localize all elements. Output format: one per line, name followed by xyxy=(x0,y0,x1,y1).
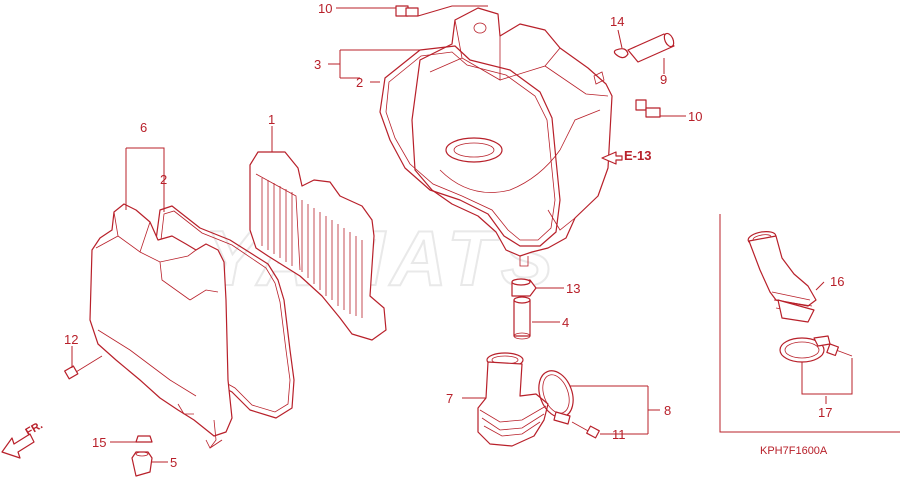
direction-arrow-icon xyxy=(1,433,35,459)
bolt-10-right xyxy=(635,99,661,118)
leader-lines xyxy=(71,5,853,463)
callout-10a: 10 xyxy=(318,1,332,16)
callout-12: 12 xyxy=(64,332,78,347)
clip-14 xyxy=(613,48,629,59)
callout-5: 5 xyxy=(170,455,177,470)
callout-13: 13 xyxy=(566,281,580,296)
callout-4: 4 xyxy=(562,315,569,330)
filter-pleats xyxy=(261,178,363,318)
callout-11: 11 xyxy=(612,427,626,442)
clip-15 xyxy=(135,435,153,443)
bolt-10-top xyxy=(395,5,419,17)
callout-1: 1 xyxy=(268,112,275,127)
drain-tube-9 xyxy=(593,32,675,85)
intake-joint-7 xyxy=(477,352,549,447)
plug-13 xyxy=(511,278,537,297)
filter-element xyxy=(249,151,387,341)
screw-12 xyxy=(64,355,103,380)
group-bracket xyxy=(719,214,900,433)
callout-15: 15 xyxy=(92,435,106,450)
air-cleaner-cover xyxy=(89,203,233,449)
diagram-code: KPH7F1600A xyxy=(760,445,828,457)
reference-arrow xyxy=(601,151,623,165)
band-17 xyxy=(779,335,853,363)
air-cleaner-case xyxy=(411,7,613,267)
drain-plug-5 xyxy=(131,451,153,477)
callout-17: 17 xyxy=(818,405,832,420)
callout-10b: 10 xyxy=(688,109,702,124)
band-8 xyxy=(538,370,574,425)
connecting-tube-16 xyxy=(747,231,817,323)
callout-2b: 2 xyxy=(160,172,167,187)
callout-14: 14 xyxy=(610,14,624,29)
callout-6: 6 xyxy=(140,120,147,135)
callout-9: 9 xyxy=(660,72,667,87)
direction-label: FR. xyxy=(24,419,45,438)
tube-4 xyxy=(513,296,531,340)
reference-label: E-13 xyxy=(624,148,651,163)
callout-7: 7 xyxy=(446,391,453,406)
case-gasket xyxy=(379,45,561,247)
callout-16: 16 xyxy=(830,274,844,289)
screw-11 xyxy=(571,421,600,439)
callout-2a: 2 xyxy=(356,75,363,90)
callout-3: 3 xyxy=(314,57,321,72)
callout-8: 8 xyxy=(664,403,671,418)
